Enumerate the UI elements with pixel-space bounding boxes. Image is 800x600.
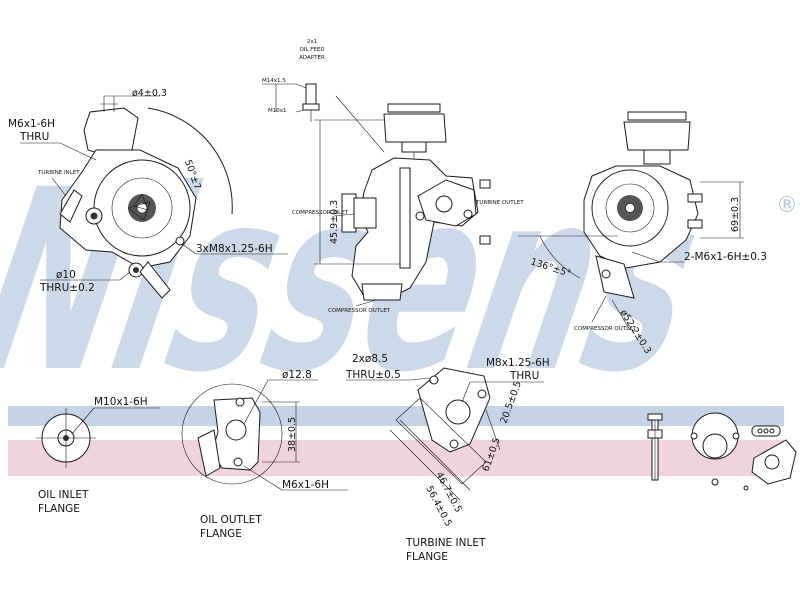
turbine-inlet-holes: 2xø8.5 xyxy=(352,353,388,365)
oil-inlet-thread: M10x1-6H xyxy=(94,396,148,408)
center-compressor-inlet: COMPRESSOR INLET xyxy=(292,210,349,216)
left-dia10: ø10 xyxy=(56,269,76,281)
adapter-thread-a: M14x1.5 xyxy=(262,78,286,84)
adapter-body xyxy=(305,83,317,105)
left-thread-top: M6x1-6H xyxy=(8,118,55,130)
adapter-title-3: ADAPTER xyxy=(299,55,325,61)
left-turbine-inlet-note: TURBINE INLET xyxy=(37,170,80,176)
right-height-dim: 69±0.3 xyxy=(730,197,741,232)
gasket-small xyxy=(743,425,797,491)
left-dim-top: ø4±0.3 xyxy=(132,88,167,99)
left-three-threads: 3xM8x1.25-6H xyxy=(196,243,273,255)
center-actuator-cap xyxy=(387,103,441,113)
center-compressor-outlet: COMPRESSOR OUTLET xyxy=(328,308,391,314)
center-view: 2x1 OIL FEED ADAPTER M14x1.5 M10x1 45.9± xyxy=(262,39,524,314)
oil-outlet-dia: ø12.8 xyxy=(282,369,312,381)
adapter-thread-b: M10x1 xyxy=(268,108,287,114)
oil-inlet-title-2: FLANGE xyxy=(38,503,80,515)
left-actuator xyxy=(83,107,139,157)
oil-outlet-title-1: OIL OUTLET xyxy=(200,514,262,526)
oil-outlet-flange: ø12.8 38±0.5 M6x1-6H OIL OUTLET FLANGE xyxy=(181,369,348,540)
turbine-inlet-thread-note: THRU xyxy=(509,370,539,382)
center-turbine-outlet: TURBINE OUTLET xyxy=(475,200,524,206)
left-dia10-note: THRU±0.2 xyxy=(39,282,95,294)
right-compressor-outlet: COMPRESSOR OUTLET xyxy=(574,326,637,332)
watermark-registered: ® xyxy=(776,193,798,218)
watermark-pink-stripe xyxy=(8,440,784,476)
left-thread-top-note: THRU xyxy=(19,131,49,143)
oil-inlet-flange: M10x1-6H OIL INLET FLANGE xyxy=(36,396,160,515)
oil-outlet-thread: M6x1-6H xyxy=(282,479,329,491)
oil-outlet-title-2: FLANGE xyxy=(200,528,242,540)
turbine-inlet-thread: M8x1.25-6H xyxy=(486,357,550,369)
right-actuator-cap xyxy=(627,111,687,121)
center-actuator xyxy=(383,113,447,143)
adapter-title-2: OIL FEED xyxy=(299,47,324,53)
oil-outlet-flange-outline xyxy=(181,383,283,485)
oil-outlet-dim: 38±0.5 xyxy=(287,417,298,452)
gasket-round xyxy=(690,412,740,486)
turbine-inlet-holes-note: THRU±0.5 xyxy=(345,369,401,381)
turbine-inlet-title-1: TURBINE INLET xyxy=(405,537,486,549)
center-height-dim: 45.9±0.3 xyxy=(329,200,340,244)
watermark-blue-stripe xyxy=(8,406,784,426)
right-thread: 2-M6x1-6H±0.3 xyxy=(684,251,767,263)
oil-inlet-title-1: OIL INLET xyxy=(38,489,89,501)
kit-parts xyxy=(647,412,797,491)
adapter-title-1: 2x1 xyxy=(307,39,317,45)
oil-feed-pipe xyxy=(647,413,663,481)
turbine-inlet-title-2: FLANGE xyxy=(406,551,448,563)
right-actuator xyxy=(623,121,691,151)
